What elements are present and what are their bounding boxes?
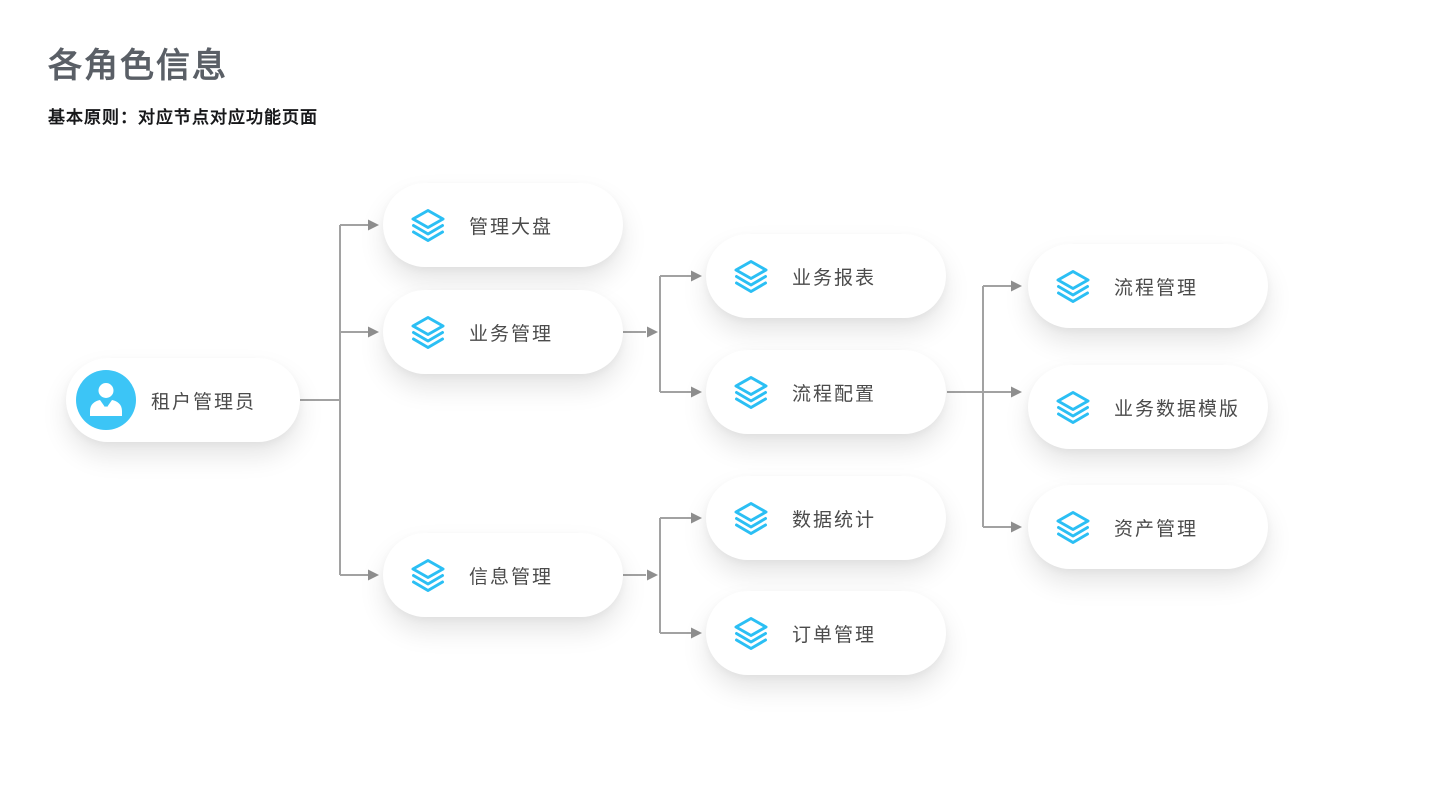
layers-icon: [733, 259, 769, 293]
layers-icon: [733, 501, 769, 535]
node-label: 信息管理: [469, 566, 554, 588]
user-tie-icon: [76, 370, 136, 430]
node-label: 订单管理: [792, 624, 877, 646]
layers-icon: [1055, 390, 1091, 424]
header: 各角色信息 基本原则：对应节点对应功能页面: [48, 38, 318, 128]
node-label: 租户管理员: [151, 391, 257, 413]
node-label: 数据统计: [792, 509, 877, 531]
node-label: 资产管理: [1114, 518, 1199, 540]
node-order: 订单管理: [706, 591, 946, 675]
node-process-config: 流程配置: [706, 350, 946, 434]
layers-icon: [410, 208, 446, 242]
layers-icon: [1055, 269, 1091, 303]
node-dashboard: 管理大盘: [383, 183, 623, 267]
node-label: 业务报表: [792, 267, 877, 289]
layers-icon: [733, 375, 769, 409]
layers-icon: [410, 558, 446, 592]
node-label: 业务数据模版: [1114, 398, 1241, 420]
node-report: 业务报表: [706, 234, 946, 318]
node-business: 业务管理: [383, 290, 623, 374]
node-biz-data-template: 业务数据模版: [1028, 365, 1268, 449]
node-data-stats: 数据统计: [706, 476, 946, 560]
node-label: 业务管理: [469, 323, 554, 345]
node-process-mgmt: 流程管理: [1028, 244, 1268, 328]
page-subtitle: 基本原则：对应节点对应功能页面: [48, 108, 318, 127]
node-label: 流程管理: [1114, 277, 1199, 299]
node-label: 管理大盘: [469, 216, 554, 238]
layers-icon: [1055, 510, 1091, 544]
node-info: 信息管理: [383, 533, 623, 617]
layers-icon: [733, 616, 769, 650]
node-tenant-admin: 租户管理员: [66, 358, 300, 442]
page-title: 各角色信息: [48, 47, 228, 85]
node-asset: 资产管理: [1028, 485, 1268, 569]
node-label: 流程配置: [792, 383, 877, 405]
layers-icon: [410, 315, 446, 349]
